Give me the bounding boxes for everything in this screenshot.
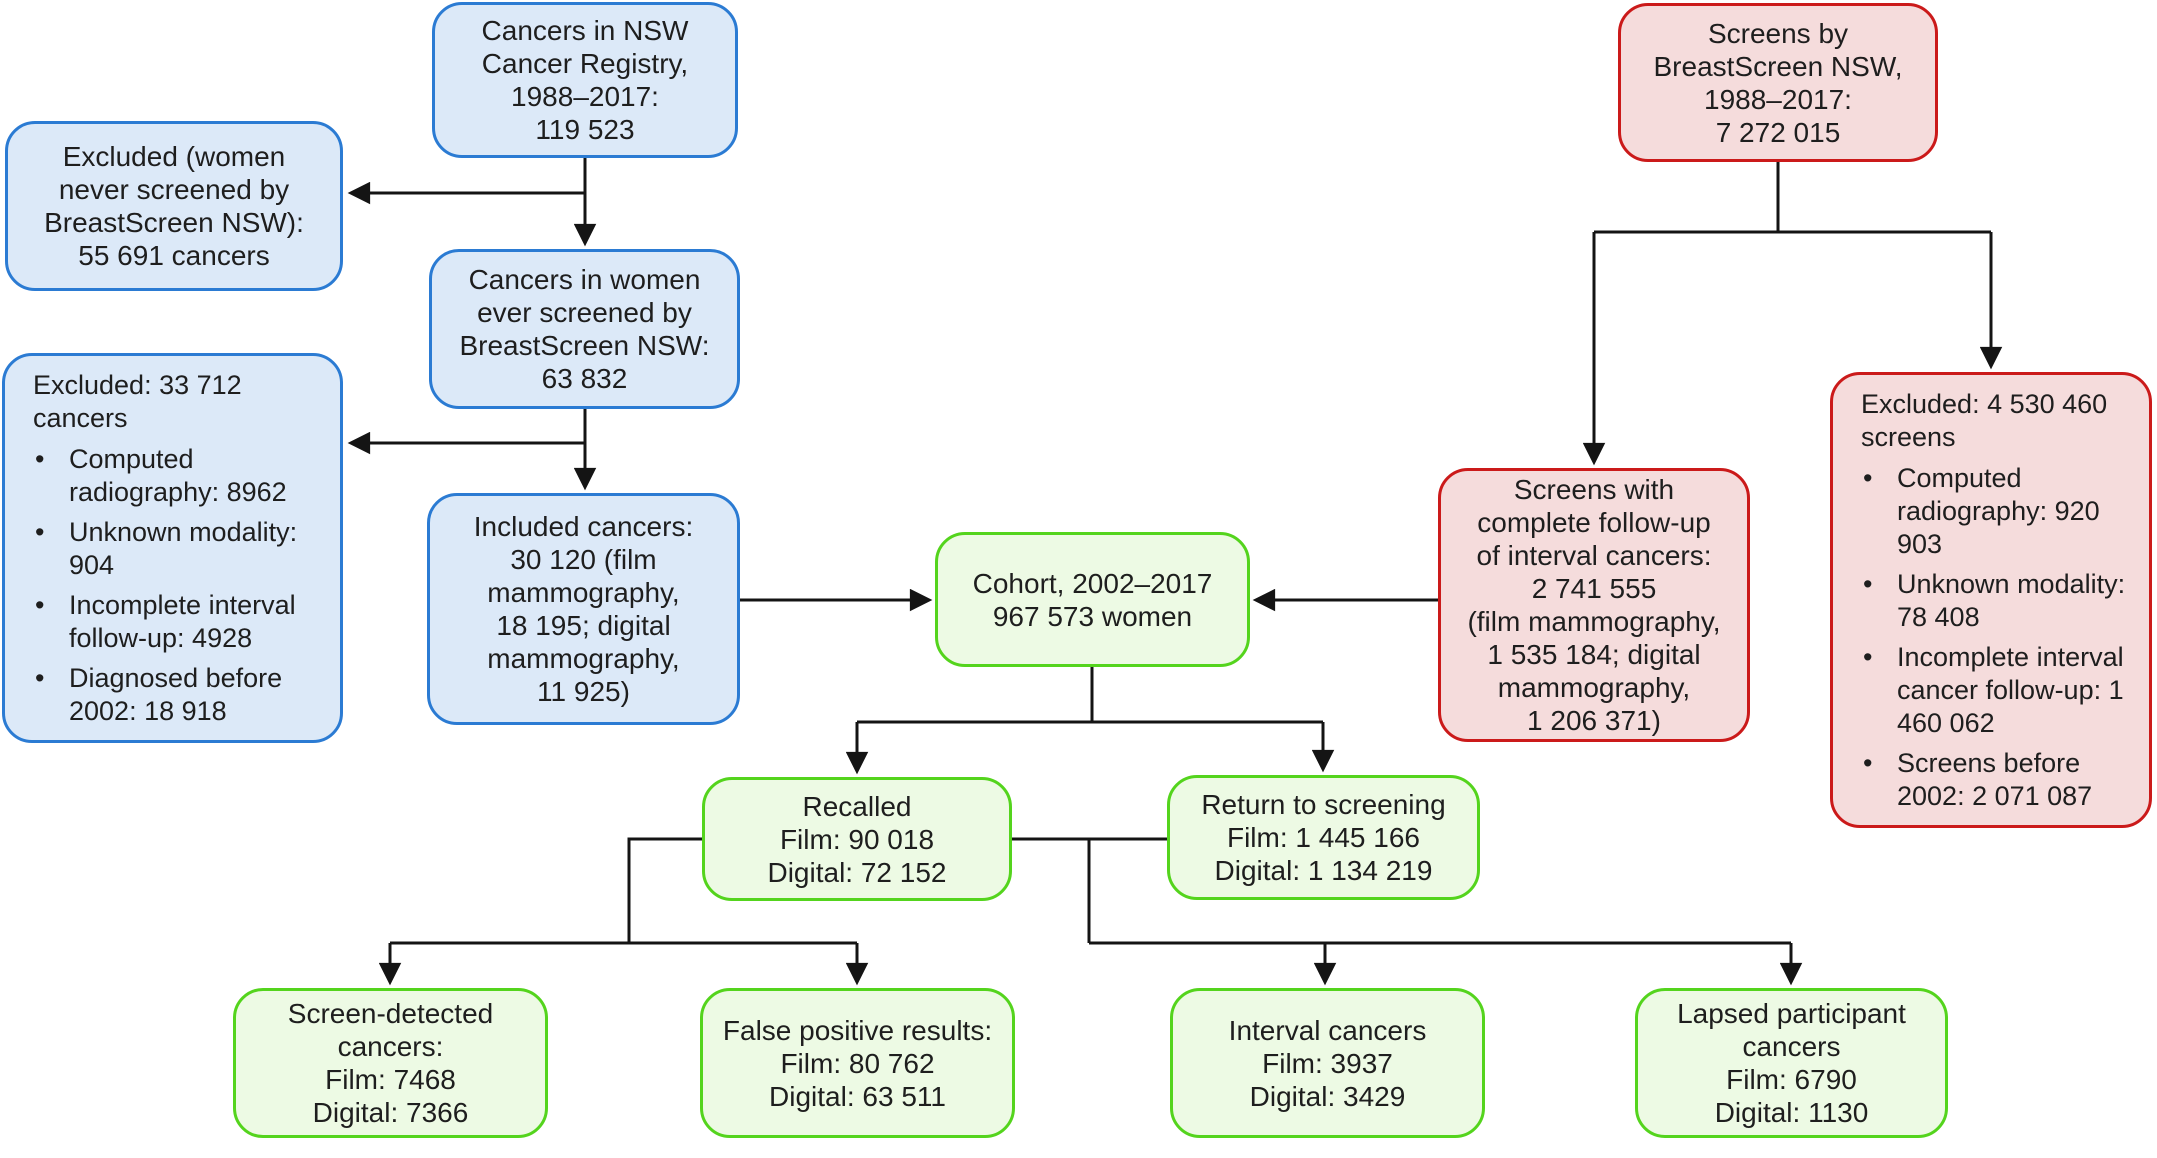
excluded-screens-list: Computed radiography: 920 903 Unknown mo… [1861, 462, 2133, 813]
box-ever-screened-text: Cancers in women ever screened by Breast… [459, 264, 710, 394]
box-excluded-cancers: Excluded: 33 712 cancers Computed radiog… [2, 353, 343, 743]
box-screen-detected-text: Screen-detected cancers: Film: 7468 Digi… [287, 998, 494, 1128]
box-interval-cancers: Interval cancers Film: 3937 Digital: 342… [1170, 988, 1485, 1138]
list-item: Incomplete interval follow-up: 4928 [33, 589, 324, 655]
box-registry-cancers-text: Cancers in NSW Cancer Registry, 1988–201… [481, 15, 689, 145]
box-lapsed-participant: Lapsed participant cancers Film: 6790 Di… [1635, 988, 1948, 1138]
box-screens-followup-text: Screens with complete follow-up of inter… [1467, 474, 1721, 736]
box-excluded-screens: Excluded: 4 530 460 screens Computed rad… [1830, 372, 2152, 828]
connector-recalled-left-stub [627, 837, 702, 943]
box-interval-cancers-text: Interval cancers Film: 3937 Digital: 342… [1228, 1014, 1427, 1112]
box-false-positive-text: False positive results: Film: 80 762 Dig… [722, 1014, 993, 1112]
box-screen-detected: Screen-detected cancers: Film: 7468 Digi… [233, 988, 548, 1138]
list-item: Computed radiography: 8962 [33, 443, 324, 509]
box-excluded-screens-title: Excluded: 4 530 460 screens [1861, 389, 2108, 452]
box-screens-followup: Screens with complete follow-up of inter… [1438, 468, 1750, 742]
list-item: Unknown modality: 78 408 [1861, 568, 2133, 634]
list-item: Diagnosed before 2002: 18 918 [33, 662, 324, 728]
excluded-cancers-list: Computed radiography: 8962 Unknown modal… [33, 443, 324, 728]
box-recalled: Recalled Film: 90 018 Digital: 72 152 [702, 777, 1012, 901]
box-registry-cancers: Cancers in NSW Cancer Registry, 1988–201… [432, 2, 738, 158]
box-ever-screened: Cancers in women ever screened by Breast… [429, 249, 740, 409]
list-item: Incomplete interval cancer follow-up: 1 … [1861, 641, 2133, 740]
box-recalled-text: Recalled Film: 90 018 Digital: 72 152 [767, 790, 947, 888]
box-included-cancers: Included cancers: 30 120 (film mammograp… [427, 493, 740, 725]
list-item: Unknown modality: 904 [33, 516, 324, 582]
box-excluded-never-screened-text: Excluded (women never screened by Breast… [44, 141, 304, 271]
box-screens-text: Screens by BreastScreen NSW, 1988–2017: … [1653, 17, 1903, 148]
box-included-cancers-text: Included cancers: 30 120 (film mammograp… [473, 511, 694, 707]
box-cohort-text: Cohort, 2002–2017 967 573 women [972, 567, 1213, 632]
list-item: Screens before 2002: 2 071 087 [1861, 747, 2133, 813]
box-screens: Screens by BreastScreen NSW, 1988–2017: … [1618, 3, 1938, 162]
list-item: Computed radiography: 920 903 [1861, 462, 2133, 561]
box-cohort: Cohort, 2002–2017 967 573 women [935, 532, 1250, 667]
box-excluded-cancers-title: Excluded: 33 712 cancers [33, 370, 242, 433]
box-return-to-screening: Return to screening Film: 1 445 166 Digi… [1167, 775, 1480, 900]
box-false-positive: False positive results: Film: 80 762 Dig… [700, 988, 1015, 1138]
box-return-to-screening-text: Return to screening Film: 1 445 166 Digi… [1201, 789, 1446, 886]
box-lapsed-participant-text: Lapsed participant cancers Film: 6790 Di… [1677, 998, 1906, 1128]
box-excluded-never-screened: Excluded (women never screened by Breast… [5, 121, 343, 291]
